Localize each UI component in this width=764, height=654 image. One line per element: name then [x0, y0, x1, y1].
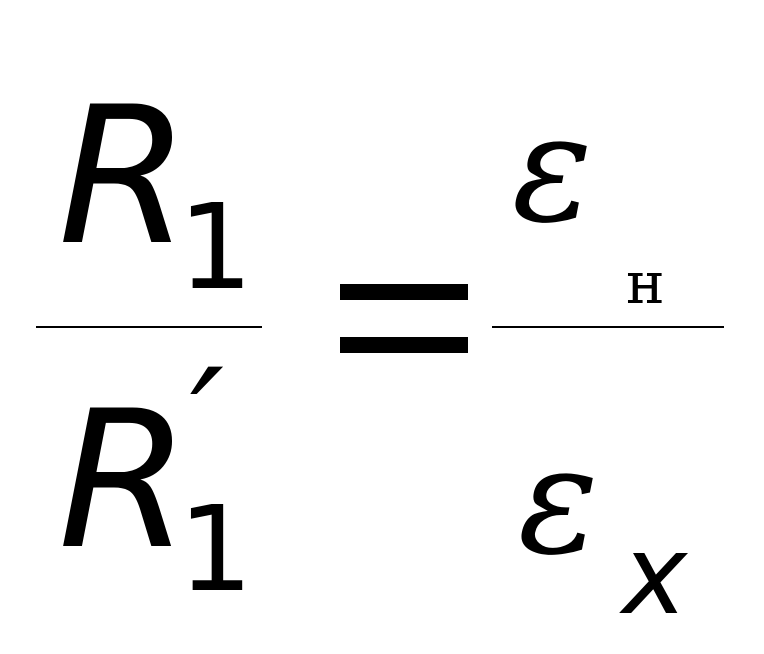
right-numerator-subscript: н [626, 249, 665, 317]
right-denominator-subscript: x [622, 511, 688, 639]
right-numerator-symbol: ε [512, 82, 593, 256]
left-denominator-symbol: R [58, 370, 191, 591]
left-denominator-prime: ′ [190, 338, 225, 512]
left-denominator-subscript: 1 [178, 480, 254, 618]
left-numerator-subscript: 1 [178, 178, 254, 316]
right-fraction-bar [492, 326, 724, 328]
equals-sign-bottom-bar [340, 337, 468, 353]
right-denominator-symbol: ε [518, 414, 599, 588]
equals-sign-top-bar [340, 284, 468, 300]
left-numerator-symbol: R [58, 66, 191, 287]
left-fraction-bar [36, 326, 262, 328]
